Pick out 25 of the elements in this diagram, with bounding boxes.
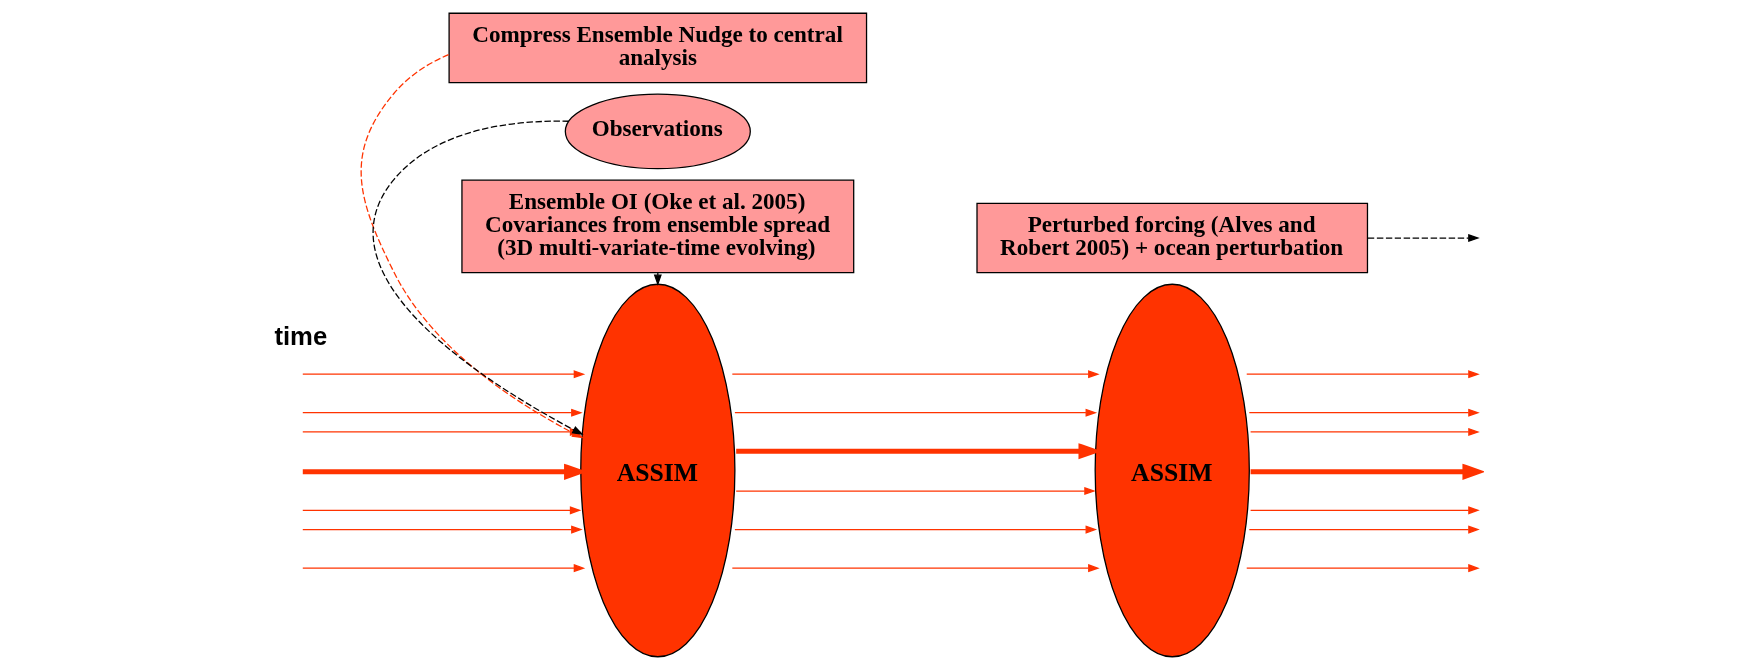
- arrow: [1249, 427, 1480, 437]
- node-ellipse: ASSIM: [1094, 283, 1250, 658]
- arrow: [301, 370, 585, 379]
- arrow: [735, 487, 1096, 496]
- label: time: [273, 321, 327, 350]
- node-box: Compress Ensemble Nudge to central analysis: [447, 12, 867, 84]
- arrow: [1245, 370, 1480, 379]
- arrow: [301, 506, 581, 515]
- arrow: [301, 525, 583, 534]
- arrow: [1248, 408, 1480, 417]
- arrow: [301, 564, 585, 573]
- arrow: [733, 408, 1097, 417]
- node-ellipse: ASSIM: [579, 283, 736, 658]
- arrow: [731, 370, 1100, 379]
- arrow: [1366, 233, 1480, 243]
- arrow: [301, 408, 583, 417]
- arrow: [1248, 525, 1480, 534]
- arrow: [733, 525, 1097, 534]
- arrow: [731, 564, 1100, 573]
- arrow: [653, 272, 662, 287]
- node-box: Perturbed forcing (Alves and Robert 2005) + ocean perturbation: [975, 202, 1368, 274]
- arrow: [1249, 506, 1480, 515]
- node-ellipse: Observations: [564, 93, 751, 170]
- arrow: [1245, 564, 1480, 573]
- arrow: [1250, 463, 1484, 480]
